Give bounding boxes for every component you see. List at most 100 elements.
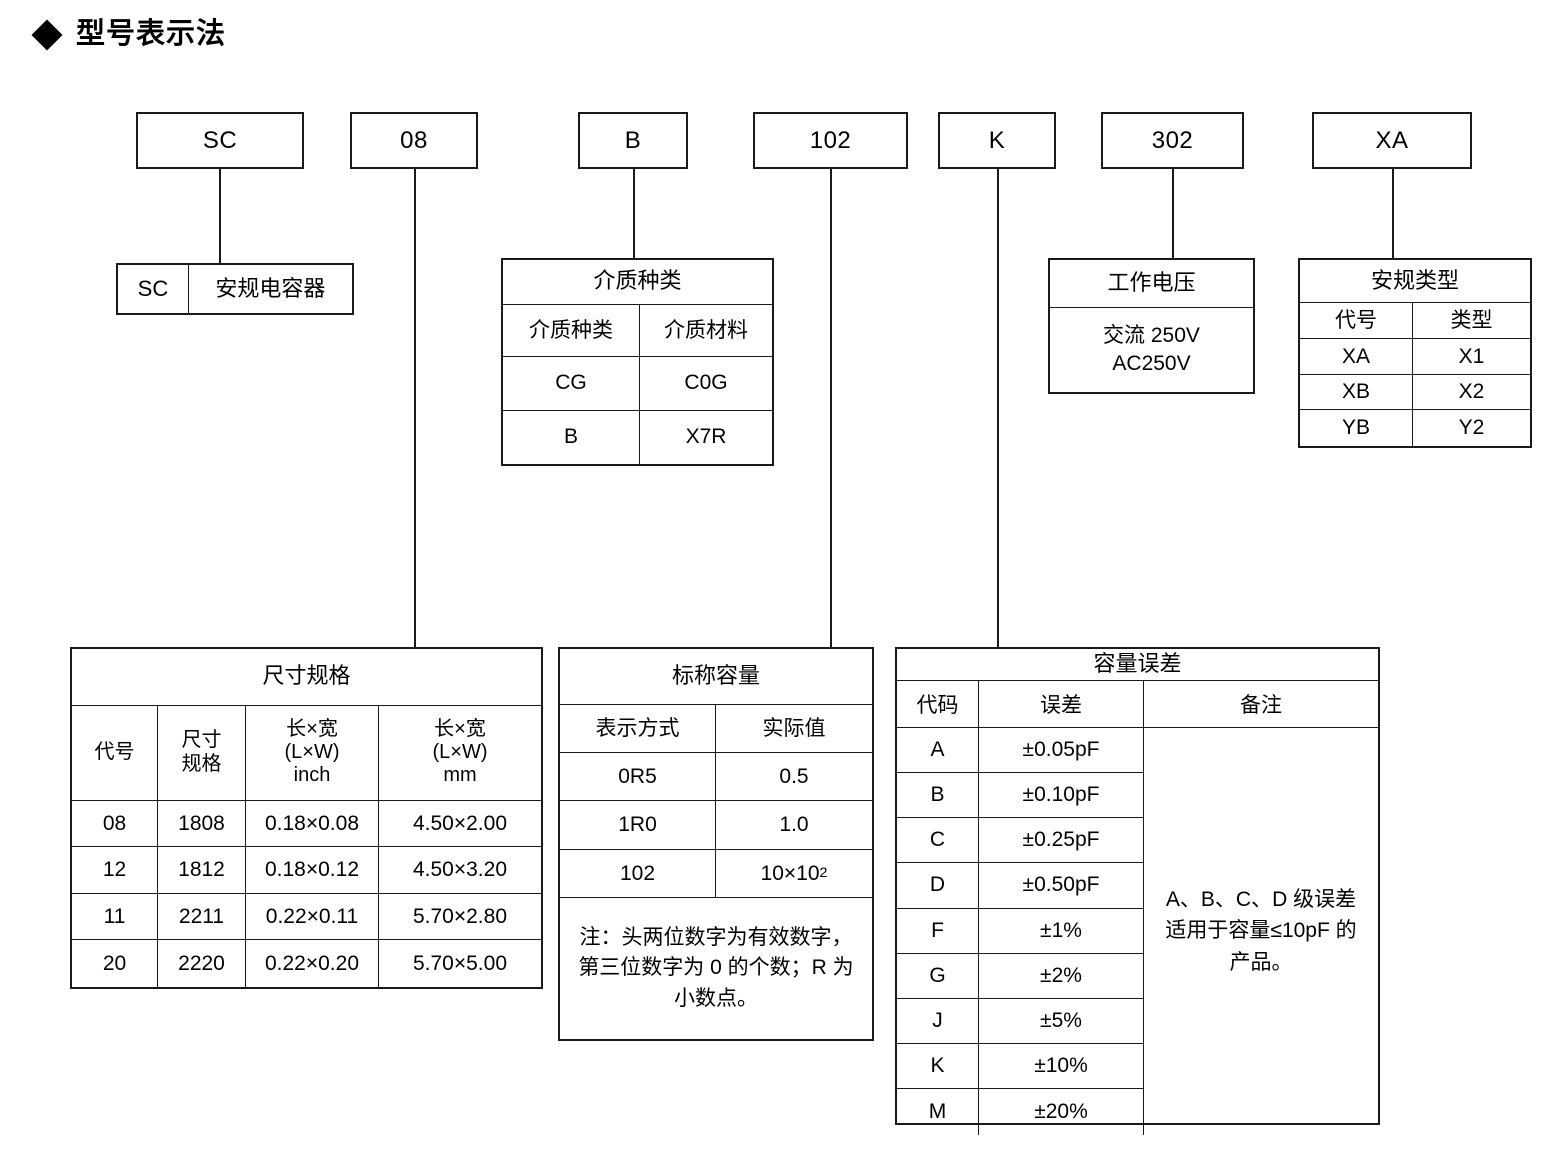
- tolerance-value-cell: ±0.05pF: [979, 728, 1143, 774]
- column-header: 介质材料: [664, 318, 748, 342]
- table-row: 介质种类 介质材料: [503, 304, 772, 358]
- table-row: 表示方式 实际值: [560, 705, 872, 753]
- voltage-value-cell: 交流 250V AC250V: [1050, 308, 1253, 392]
- table-row: B X7R: [503, 410, 772, 464]
- size-code-cell: 08: [72, 800, 158, 847]
- table-row: 代号 尺寸 规格 长×宽 (L×W) inch 长×宽 (L×W) mm: [72, 705, 541, 801]
- tolerance-code-cell: D: [897, 863, 978, 909]
- size-spec-cell: 2211: [158, 893, 246, 940]
- column-header-line: 长×宽: [434, 717, 486, 740]
- table-row: 代号 类型: [1300, 303, 1530, 340]
- nominal-note-text: 注：头两位数字为有效数字，第三位数字为 0 的个数；R 为小数点。: [578, 926, 854, 1010]
- tolerance-value-cell: ±1%: [979, 909, 1143, 954]
- diamond-bullet-icon: [31, 18, 63, 51]
- part-code-box-tolerance: K: [938, 112, 1056, 169]
- connector-line-tolerance: [997, 169, 999, 648]
- column-header: 尺寸 规格: [158, 705, 246, 800]
- safety-code-cell: XB: [1300, 374, 1413, 410]
- page-title: 型号表示法: [31, 18, 226, 51]
- capacitance-tolerance-table: 容量误差 代码 A B C D F G J K M 误差 ±0.05pF ±0.…: [895, 647, 1380, 1135]
- tolerance-code-cell: A: [897, 728, 978, 774]
- part-code-box-size: 08: [350, 112, 478, 169]
- size-code-cell: 20: [72, 940, 158, 988]
- nominal-value-cell: 1.0: [716, 801, 872, 849]
- dims-table-title: 尺寸规格: [262, 663, 351, 689]
- table-row: 11 2211 0.22×0.11 5.70×2.80: [72, 893, 541, 941]
- part-code-box-safety-class: XA: [1312, 112, 1472, 169]
- tolerance-code-cell: J: [897, 999, 978, 1045]
- tolerance-value-cell: ±0.10pF: [979, 773, 1143, 819]
- column-header-line: 长×宽: [286, 717, 338, 740]
- size-spec-cell: 1808: [158, 800, 246, 847]
- size-mm-cell: 5.70×5.00: [412, 951, 507, 975]
- working-voltage-table: 工作电压 交流 250V AC250V: [1048, 258, 1255, 394]
- connector-line-size: [414, 169, 416, 648]
- safety-code-cell: YB: [1300, 410, 1413, 447]
- table-row: 20 2220 0.22×0.20 5.70×5.00: [72, 940, 541, 988]
- column-header: 误差: [979, 681, 1143, 728]
- column-header: 代号: [1300, 303, 1413, 339]
- column-header-line: mm: [443, 764, 477, 787]
- tolerance-code-cell: K: [897, 1044, 978, 1090]
- column-header-line: 规格: [181, 752, 222, 775]
- part-code-box-voltage: 302: [1101, 112, 1244, 169]
- part-code-box-dielectric: B: [578, 112, 688, 169]
- part-code-box-series: SC: [136, 112, 304, 169]
- column-header: 备注: [1144, 681, 1378, 728]
- dielectric-material-cell: C0G: [684, 371, 728, 395]
- table-row: YB Y2: [1300, 410, 1530, 447]
- series-code-cell: SC: [118, 265, 189, 313]
- tolerance-code-column: 代码 A B C D F G J K M: [897, 680, 979, 1135]
- table-row: 1R0 1.0: [560, 801, 872, 850]
- tolerance-value-cell: ±5%: [979, 999, 1143, 1045]
- column-header: 长×宽 (L×W) mm: [379, 706, 541, 800]
- tolerance-remark-text: A、B、C、D 级误差适用于容量≤10pF 的产品。: [1165, 887, 1357, 974]
- size-inch-cell: 0.18×0.12: [246, 847, 379, 893]
- size-inch-cell: 0.22×0.20: [246, 940, 379, 988]
- size-mm-cell: 5.70×2.80: [412, 904, 507, 928]
- table-row: 0R5 0.5: [560, 752, 872, 802]
- safety-class-table: 安规类型 代号 类型 XA X1 XB X2 YB Y2: [1298, 258, 1532, 448]
- table-row: 08 1808 0.18×0.08 4.50×2.00: [72, 800, 541, 848]
- table-row: XB X2: [1300, 374, 1530, 411]
- table-row: 12 1812 0.18×0.12 4.50×3.20: [72, 847, 541, 894]
- column-header: 代号: [72, 705, 158, 800]
- column-header-line: 代号: [94, 740, 135, 763]
- tolerance-table-body: 代码 A B C D F G J K M 误差 ±0.05pF ±0.10pF …: [897, 680, 1378, 1135]
- nominal-value-cell: 0.5: [716, 753, 872, 801]
- table-row: 交流 250V AC250V: [1050, 308, 1253, 392]
- column-header: 实际值: [762, 716, 826, 740]
- nominal-value-exponent: 2: [819, 864, 828, 881]
- tolerance-code-cell: M: [928, 1099, 947, 1123]
- tolerance-value-cell: ±0.50pF: [979, 863, 1143, 909]
- table-row: 容量误差: [897, 649, 1378, 681]
- column-header-line: (L×W): [284, 740, 340, 763]
- size-spec-cell: 1812: [158, 847, 246, 893]
- column-header-line: 尺寸: [181, 729, 222, 752]
- connector-line-capacitance: [830, 169, 832, 648]
- dielectric-type-table: 介质种类 介质种类 介质材料 CG C0G B X7R: [501, 258, 774, 466]
- connector-line-voltage: [1172, 169, 1174, 259]
- tolerance-table-title: 容量误差: [1093, 651, 1182, 676]
- column-header-line: inch: [293, 764, 331, 787]
- safety-type-cell: X2: [1458, 380, 1485, 404]
- nominal-value-text: 10×10: [760, 861, 820, 885]
- tolerance-code-cell: G: [897, 954, 978, 999]
- column-header: 类型: [1450, 308, 1493, 332]
- series-description-cell: 安规电容器: [215, 275, 326, 301]
- table-row: SC 安规电容器: [118, 265, 352, 313]
- size-mm-cell: 4.50×2.00: [412, 811, 507, 835]
- connector-line-dielectric: [633, 169, 635, 259]
- table-row: XA X1: [1300, 339, 1530, 375]
- tolerance-value-column: 误差 ±0.05pF ±0.10pF ±0.25pF ±0.50pF ±1% ±…: [979, 680, 1144, 1135]
- tolerance-value-cell: ±20%: [1034, 1099, 1088, 1123]
- column-header: 长×宽 (L×W) inch: [246, 705, 379, 800]
- connector-line-series: [219, 169, 221, 264]
- safety-type-cell: X1: [1458, 344, 1485, 368]
- size-inch-cell: 0.22×0.11: [246, 893, 379, 940]
- size-specification-table: 尺寸规格 代号 尺寸 规格 长×宽 (L×W) inch 长×宽 (L×W) m…: [70, 647, 543, 989]
- voltage-value-cn: 交流 250V: [1103, 323, 1200, 347]
- column-header: 代码: [897, 681, 978, 728]
